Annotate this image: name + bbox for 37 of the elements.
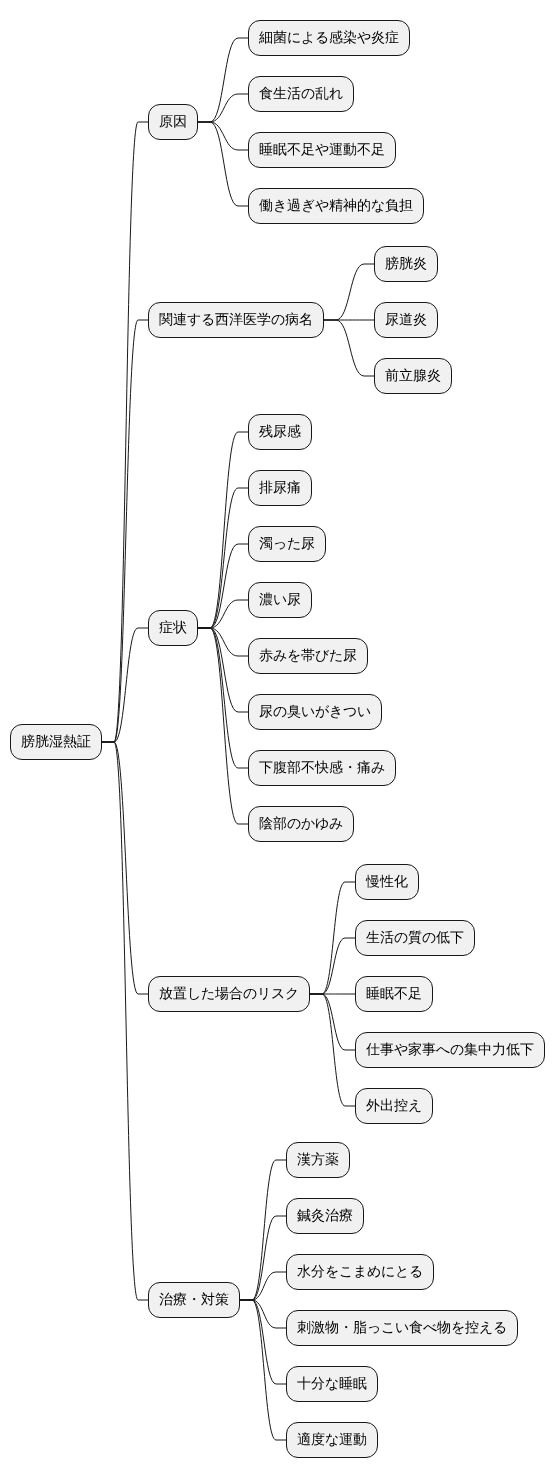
subtopic-box: 生活の質の低下: [355, 920, 475, 956]
connector-line: [197, 121, 249, 207]
central-topic-box: 膀胱湿熱証: [10, 724, 102, 760]
subtopic-box: 仕事や家事への集中力低下: [355, 1032, 545, 1068]
branch-topic-box: 放置した場合のリスク: [148, 976, 310, 1012]
subtopic-box: 食生活の乱れ: [248, 76, 354, 112]
subtopic-box: 十分な睡眠: [286, 1366, 378, 1402]
subtopic-box: 濁った尿: [248, 526, 326, 562]
subtopic-box: 働き過ぎや精神的な負担: [248, 188, 424, 224]
connector-line: [323, 319, 375, 377]
branch-topic-box: 原因: [148, 104, 198, 140]
subtopic-box: 前立腺炎: [374, 358, 452, 394]
subtopic-box: 刺激物・脂っこい食べ物を控える: [286, 1310, 518, 1346]
subtopic-box: 慢性化: [355, 864, 419, 900]
subtopic-box: 睡眠不足: [355, 976, 433, 1012]
connector-line: [309, 993, 356, 1107]
subtopic-box: 赤みを帯びた尿: [248, 638, 368, 674]
subtopic-box: 細菌による感染や炎症: [248, 20, 410, 56]
subtopic-box: 睡眠不足や運動不足: [248, 132, 396, 168]
subtopic-box: 外出控え: [355, 1088, 433, 1124]
subtopic-box: 排尿痛: [248, 470, 312, 506]
subtopic-box: 適度な運動: [286, 1422, 378, 1458]
connector-line: [197, 627, 249, 825]
subtopic-box: 陰部のかゆみ: [248, 806, 354, 842]
subtopic-box: 濃い尿: [248, 582, 312, 618]
branch-topic-box: 関連する西洋医学の病名: [148, 302, 324, 338]
subtopic-box: 漢方薬: [286, 1142, 350, 1178]
subtopic-box: 鍼灸治療: [286, 1198, 364, 1234]
subtopic-box: 水分をこまめにとる: [286, 1254, 434, 1290]
subtopic-box: 膀胱炎: [374, 246, 438, 282]
subtopic-box: 残尿感: [248, 414, 312, 450]
subtopic-box: 下腹部不快感・痛み: [248, 750, 396, 786]
branch-topic-box: 治療・対策: [148, 1282, 240, 1318]
branch-topic-box: 症状: [148, 610, 198, 646]
subtopic-box: 尿の臭いがきつい: [248, 694, 382, 730]
subtopic-box: 尿道炎: [374, 302, 438, 338]
connector-line: [239, 1299, 287, 1441]
